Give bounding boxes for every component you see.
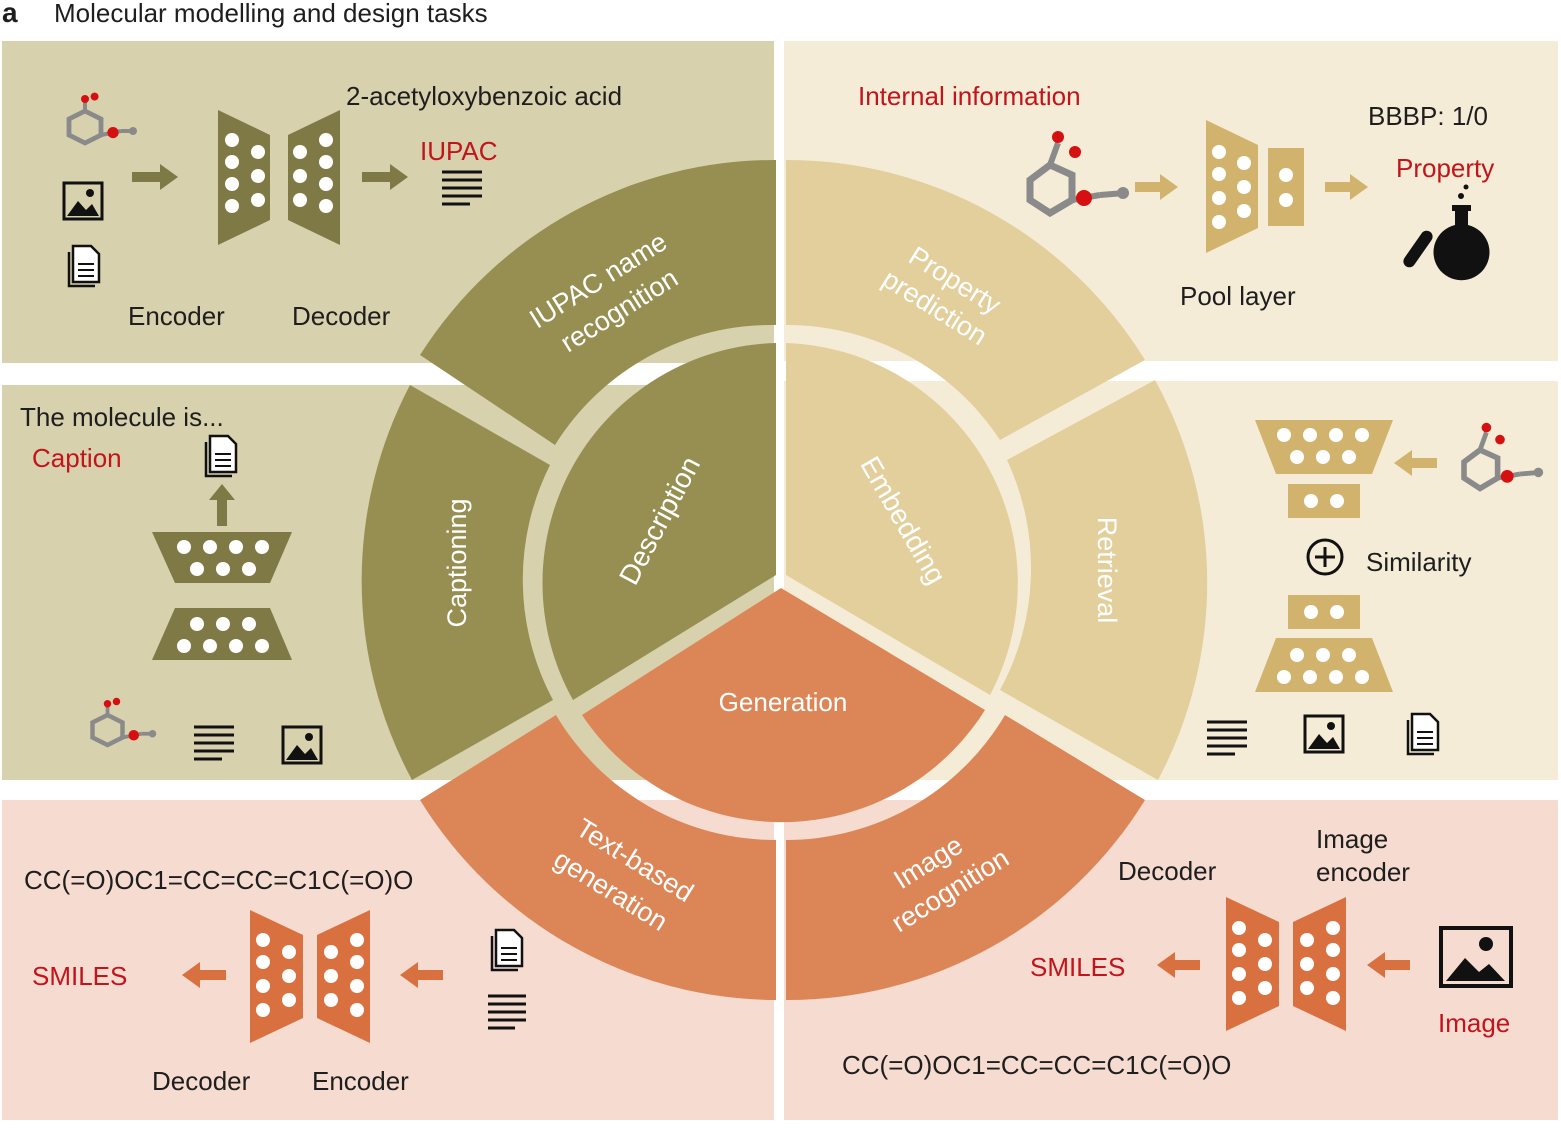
label-retrieval: Retrieval bbox=[1092, 517, 1122, 624]
segment-retrieval bbox=[1000, 380, 1208, 780]
arrow-left-icon bbox=[1394, 450, 1437, 476]
textgen-encoder-block bbox=[317, 910, 370, 1043]
segment-property bbox=[786, 159, 1145, 440]
property-label: Property bbox=[1396, 153, 1494, 183]
outer-ring bbox=[361, 159, 1208, 1001]
text-lines-icon bbox=[488, 994, 526, 1030]
imagerec-smiles-string: CC(=O)OC1=CC=CC=C1C(=O)O bbox=[842, 1050, 1231, 1080]
imagerec-decoder-block bbox=[1226, 897, 1279, 1031]
molecule-icon bbox=[1461, 422, 1544, 492]
arrow-right-icon bbox=[1325, 174, 1368, 200]
molecule-icon bbox=[66, 92, 137, 146]
segment-iupac bbox=[420, 159, 776, 446]
textgen-encoder-label: Encoder bbox=[312, 1066, 409, 1096]
retrieval-top-encoder bbox=[1255, 420, 1393, 518]
arrow-left-icon bbox=[1157, 952, 1200, 978]
molecule-icon bbox=[90, 697, 157, 748]
iupac-output-label: IUPAC bbox=[420, 136, 498, 166]
document-icon bbox=[490, 928, 524, 972]
internal-information-label: Internal information bbox=[858, 81, 1081, 111]
property-panel: Internal information BBBP: 1/0 Property … bbox=[858, 81, 1494, 311]
figure-title: Molecular modelling and design tasks bbox=[54, 0, 488, 28]
pool-layer-block bbox=[1268, 148, 1304, 226]
arrow-left-icon bbox=[400, 962, 443, 988]
text-lines-icon bbox=[442, 170, 482, 206]
plus-circle-icon bbox=[1306, 538, 1344, 576]
pool-layer-label: Pool layer bbox=[1180, 281, 1296, 311]
image-icon bbox=[281, 725, 323, 765]
arrow-right-icon bbox=[362, 164, 408, 190]
imagerec-encoder-block bbox=[1293, 897, 1346, 1031]
similarity-label: Similarity bbox=[1366, 547, 1471, 577]
flask-icon bbox=[1403, 184, 1490, 281]
decoder-block bbox=[288, 110, 340, 245]
encoder-label: Encoder bbox=[128, 301, 225, 331]
document-icon bbox=[204, 434, 238, 478]
iupac-panel: 2-acetyloxybenzoic acid IUPAC Encoder De… bbox=[62, 81, 622, 331]
imagerec-panel: Decoder Image encoder SMILES Image CC(=O… bbox=[842, 824, 1513, 1080]
image-icon bbox=[1303, 714, 1345, 754]
text-lines-icon bbox=[1207, 720, 1247, 756]
label-captioning: Captioning bbox=[442, 498, 472, 627]
imagerec-decoder-label: Decoder bbox=[1118, 856, 1217, 886]
document-icon bbox=[1406, 712, 1440, 756]
label-generation: Generation bbox=[719, 687, 848, 717]
textgen-decoder-label: Decoder bbox=[152, 1066, 251, 1096]
image-encoder-line1: Image bbox=[1316, 824, 1388, 854]
caption-lead-text: The molecule is... bbox=[20, 402, 224, 432]
textgen-panel: CC(=O)OC1=CC=CC=C1C(=O)O SMILES Decoder … bbox=[24, 865, 526, 1096]
smiles-string: CC(=O)OC1=CC=CC=C1C(=O)O bbox=[24, 865, 413, 895]
decoder-label: Decoder bbox=[292, 301, 391, 331]
caption-panel: The molecule is... Caption bbox=[20, 402, 323, 765]
imagerec-smiles-label: SMILES bbox=[1030, 952, 1125, 982]
image-icon bbox=[62, 181, 104, 221]
inner-generation bbox=[582, 588, 985, 823]
image-label: Image bbox=[1438, 1008, 1510, 1038]
inner-description bbox=[542, 343, 776, 700]
smiles-label: SMILES bbox=[32, 961, 127, 991]
bbbp-value: BBBP: 1/0 bbox=[1368, 101, 1488, 131]
segment-captioning bbox=[361, 385, 553, 780]
arrow-right-icon bbox=[132, 164, 178, 190]
document-icon bbox=[67, 244, 101, 288]
iupac-name-text: 2-acetyloxybenzoic acid bbox=[346, 81, 622, 111]
caption-decoder-block bbox=[152, 532, 292, 583]
molecule-icon bbox=[1026, 131, 1129, 218]
textgen-decoder-block bbox=[250, 910, 303, 1043]
segment-text-gen bbox=[420, 715, 776, 1000]
text-lines-icon bbox=[194, 725, 234, 761]
pool-encoder-block bbox=[1206, 120, 1258, 253]
caption-encoder-block bbox=[152, 608, 292, 660]
panel-letter: a bbox=[2, 0, 18, 28]
encoder-block bbox=[218, 110, 270, 245]
segment-image-rec bbox=[786, 715, 1145, 1001]
retrieval-bottom-encoder bbox=[1255, 595, 1393, 692]
arrow-up-icon bbox=[209, 484, 235, 526]
arrow-left-icon bbox=[182, 962, 226, 988]
inner-embedding bbox=[786, 343, 1018, 695]
arrow-left-icon bbox=[1367, 952, 1410, 978]
arrow-right-icon bbox=[1135, 174, 1178, 200]
image-encoder-line2: encoder bbox=[1316, 857, 1410, 887]
image-icon bbox=[1439, 926, 1513, 988]
inner-ring bbox=[542, 343, 1018, 823]
retrieval-panel: Similarity bbox=[1207, 420, 1544, 756]
caption-label: Caption bbox=[32, 443, 122, 473]
